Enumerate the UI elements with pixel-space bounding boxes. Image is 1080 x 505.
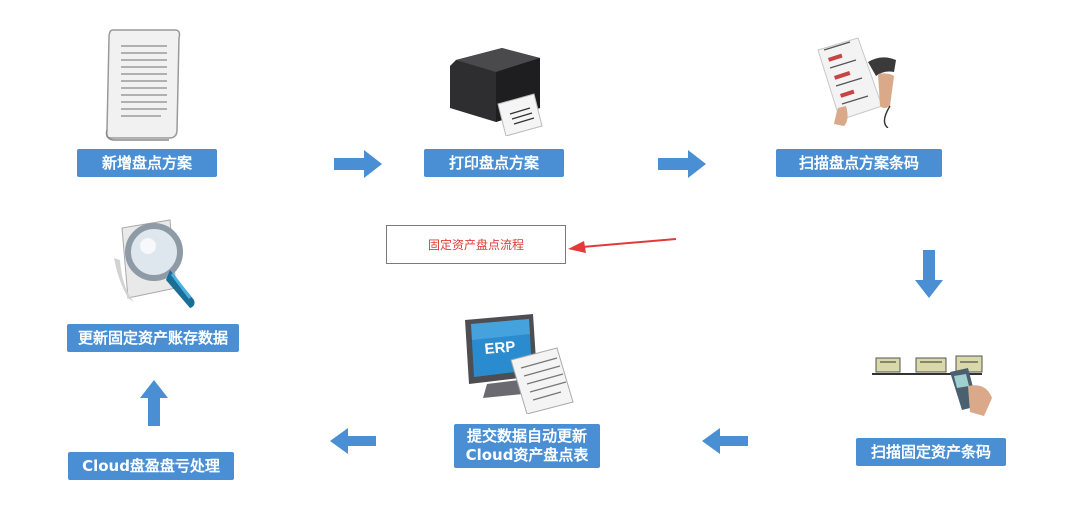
handheld-scanner-icon <box>868 352 996 418</box>
step-add-plan-label: 新增盘点方案 <box>101 153 192 172</box>
erp-text: ERP <box>484 338 516 358</box>
step-scan-plan-barcode: 扫描盘点方案条码 <box>776 149 942 177</box>
flow-title: 固定资产盘点流程 <box>427 238 524 252</box>
step-add-plan: 新增盘点方案 <box>77 149 217 177</box>
step-scan-asset-barcode-label: 扫描固定资产条码 <box>870 442 991 461</box>
arrow-down-icon <box>915 250 943 298</box>
document-icon <box>103 26 185 144</box>
step-submit-update: 提交数据自动更新 Cloud资产盘点表 <box>454 424 600 468</box>
step-update-ledger-label: 更新固定资产账存数据 <box>77 328 228 347</box>
step-cloud-surplus-deficit-label: Cloud盘盈盘亏处理 <box>82 456 220 475</box>
erp-monitor-icon: ERP <box>457 314 575 414</box>
step-update-ledger: 更新固定资产账存数据 <box>67 324 239 352</box>
red-pointer-arrow-icon <box>566 236 678 254</box>
step-print-plan: 打印盘点方案 <box>424 149 564 177</box>
arrow-right-icon <box>658 150 706 178</box>
barcode-scanner-icon <box>810 36 910 128</box>
arrow-left-icon <box>330 428 376 454</box>
flow-title-box: 固定资产盘点流程 <box>386 225 566 264</box>
step-scan-asset-barcode: 扫描固定资产条码 <box>856 438 1006 466</box>
step-cloud-surplus-deficit: Cloud盘盈盘亏处理 <box>68 452 234 480</box>
step-submit-update-line1: 提交数据自动更新 <box>466 427 587 445</box>
magnifier-document-icon <box>104 218 202 312</box>
arrow-right-icon <box>334 150 382 178</box>
printer-icon <box>444 42 546 136</box>
step-print-plan-label: 打印盘点方案 <box>448 153 539 172</box>
arrow-left-icon <box>702 428 748 454</box>
step-submit-update-line2: Cloud资产盘点表 <box>465 446 589 464</box>
step-scan-plan-barcode-label: 扫描盘点方案条码 <box>798 153 919 172</box>
arrow-up-icon <box>140 380 168 426</box>
